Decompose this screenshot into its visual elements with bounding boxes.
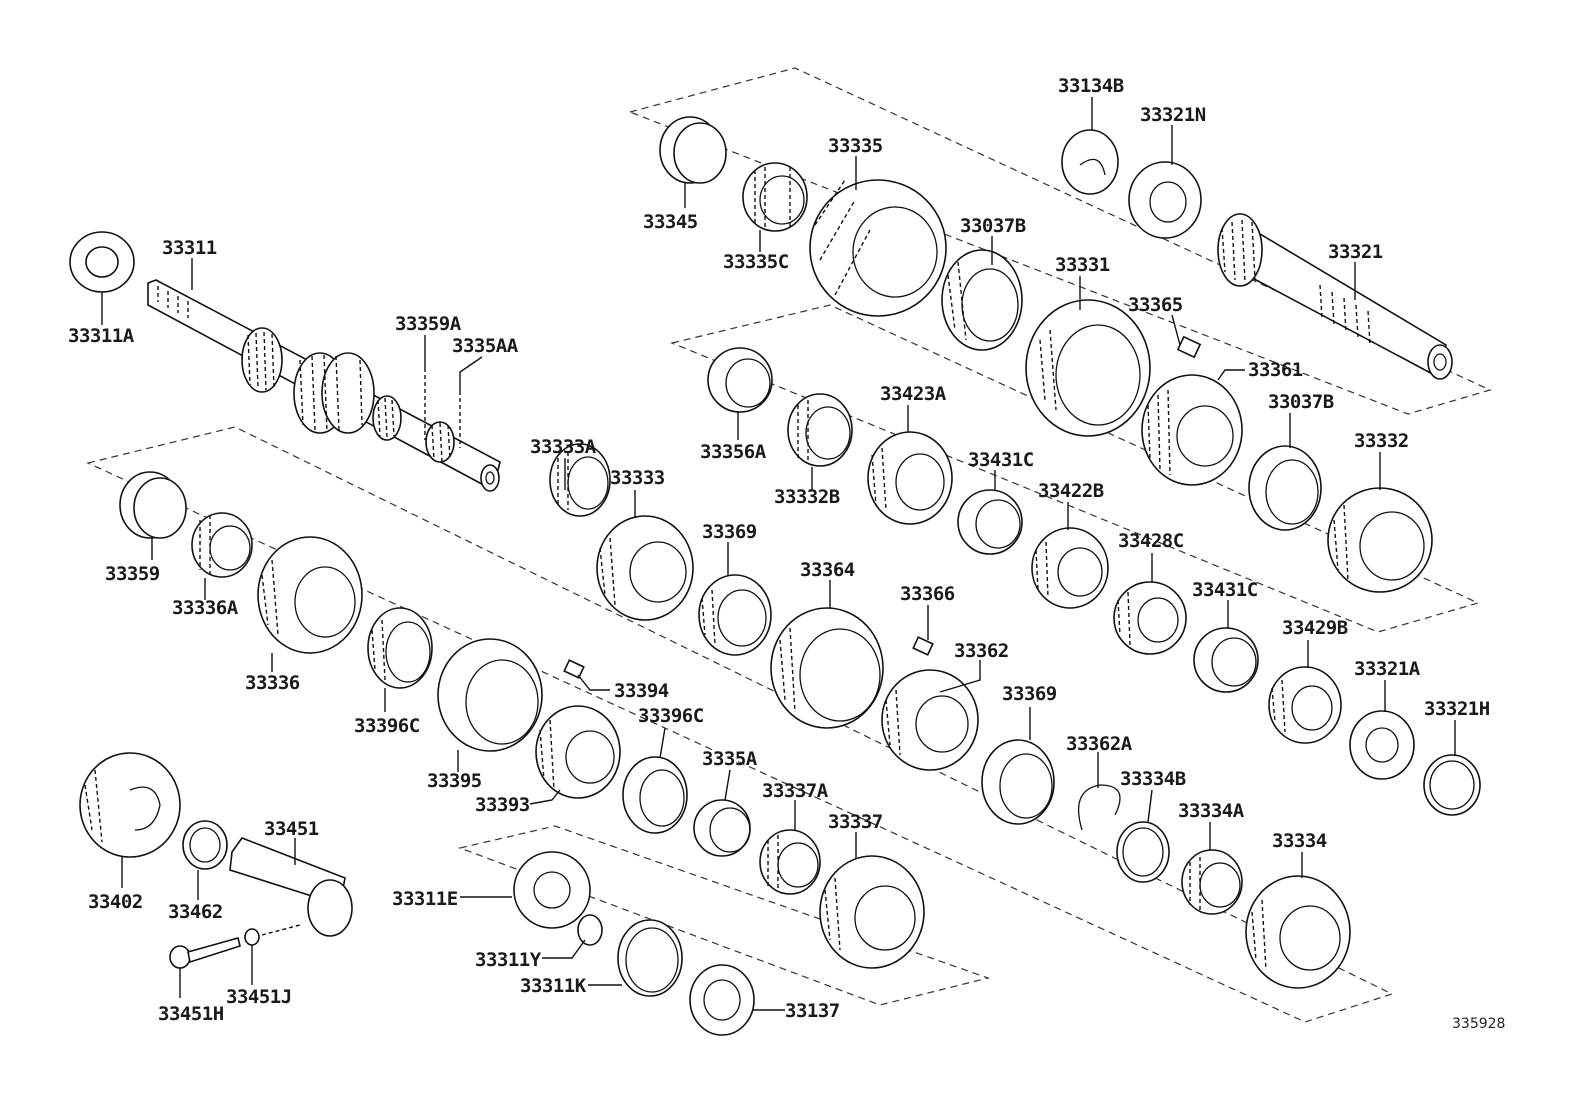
part-label-33422B[interactable]: 33422B — [1038, 480, 1104, 502]
part-label-33451[interactable]: 33451 — [264, 818, 319, 840]
part-label-33333[interactable]: 33333 — [610, 467, 665, 489]
upper-group-drawings — [659, 116, 1433, 593]
lower-group-drawings — [119, 443, 1351, 989]
part-label-33336A[interactable]: 33336A — [172, 597, 239, 619]
part-label-33311A[interactable]: 33311A — [68, 325, 135, 347]
lower-group-outline — [86, 426, 1394, 1023]
part-label-33134B[interactable]: 33134B — [1058, 75, 1124, 97]
upper-group-outline — [628, 67, 1492, 415]
part-labels: 33311A 33311 33359A 3335AA 33345 33335C … — [68, 75, 1490, 1025]
part-label-33366[interactable]: 33366 — [900, 583, 955, 605]
part-label-33402[interactable]: 33402 — [88, 891, 143, 913]
part-label-33394[interactable]: 33394 — [614, 680, 669, 702]
part-label-33359A[interactable]: 33359A — [395, 313, 462, 335]
part-label-33393[interactable]: 33393 — [475, 794, 530, 816]
part-label-33369-lower[interactable]: 33369 — [1002, 683, 1057, 705]
part-label-33423A[interactable]: 33423A — [880, 383, 947, 405]
part-label-33359[interactable]: 33359 — [105, 563, 160, 585]
part-label-33332B[interactable]: 33332B — [774, 486, 840, 508]
part-label-3335A[interactable]: 3335A — [702, 748, 758, 770]
part-label-33331[interactable]: 33331 — [1055, 254, 1110, 276]
part-label-33321A[interactable]: 33321A — [1354, 658, 1421, 680]
part-label-33451H[interactable]: 33451H — [158, 1003, 224, 1025]
part-label-33311[interactable]: 33311 — [162, 237, 217, 259]
input-shaft-drawing — [147, 279, 501, 492]
group-outlines — [86, 67, 1492, 1023]
part-label-33334B[interactable]: 33334B — [1120, 768, 1186, 790]
diagram-reference-number: 335928 — [1452, 1016, 1505, 1032]
bottom-group-outline — [457, 825, 991, 1006]
part-label-33321N[interactable]: 33321N — [1140, 104, 1206, 126]
part-label-33311K[interactable]: 33311K — [520, 975, 587, 997]
part-label-33345[interactable]: 33345 — [643, 211, 698, 233]
part-label-33321H[interactable]: 33321H — [1424, 698, 1490, 720]
middle-group-drawings — [707, 347, 1481, 816]
part-label-33396C-right[interactable]: 33396C — [638, 705, 704, 727]
part-label-33364[interactable]: 33364 — [800, 559, 855, 581]
part-label-33335C[interactable]: 33335C — [723, 251, 789, 273]
leader-lines — [101, 97, 1456, 1011]
part-label-33431C-upper[interactable]: 33431C — [968, 449, 1034, 471]
part-label-33396C-left[interactable]: 33396C — [354, 715, 420, 737]
part-label-33137[interactable]: 33137 — [785, 1000, 840, 1022]
part-label-33451J[interactable]: 33451J — [226, 986, 292, 1008]
part-label-33428C[interactable]: 33428C — [1118, 530, 1184, 552]
part-label-33395[interactable]: 33395 — [427, 770, 482, 792]
part-label-33431C-lower[interactable]: 33431C — [1192, 579, 1258, 601]
part-label-33337A[interactable]: 33337A — [762, 780, 829, 802]
part-label-33037B-upper[interactable]: 33037B — [960, 215, 1026, 237]
part-label-33361[interactable]: 33361 — [1248, 359, 1303, 381]
part-label-33356A[interactable]: 33356A — [700, 441, 767, 463]
output-shaft-drawing — [1217, 213, 1453, 380]
part-label-33365[interactable]: 33365 — [1128, 294, 1183, 316]
part-label-33334A[interactable]: 33334A — [1178, 800, 1245, 822]
part-label-33037B-lower[interactable]: 33037B — [1268, 391, 1334, 413]
part-label-33333A[interactable]: 33333A — [530, 436, 597, 458]
part-label-33369-upper[interactable]: 33369 — [702, 521, 757, 543]
middle-group-outline — [670, 304, 1480, 633]
part-label-33335[interactable]: 33335 — [828, 135, 883, 157]
part-label-33311E[interactable]: 33311E — [392, 888, 458, 910]
part-label-33311Y[interactable]: 33311Y — [475, 949, 542, 971]
part-label-33362[interactable]: 33362 — [954, 640, 1009, 662]
reverse-idler-drawings — [79, 752, 755, 1036]
part-label-3335AA[interactable]: 3335AA — [452, 335, 519, 357]
part-label-33321[interactable]: 33321 — [1328, 241, 1383, 263]
part-label-33362A[interactable]: 33362A — [1066, 733, 1133, 755]
part-label-33332[interactable]: 33332 — [1354, 430, 1409, 452]
part-label-33337[interactable]: 33337 — [828, 811, 883, 833]
part-label-33336[interactable]: 33336 — [245, 672, 300, 694]
part-label-33429B[interactable]: 33429B — [1282, 617, 1348, 639]
part-label-33462[interactable]: 33462 — [168, 901, 223, 923]
part-label-33334[interactable]: 33334 — [1272, 830, 1327, 852]
bearing-33311A-drawing — [69, 231, 135, 293]
